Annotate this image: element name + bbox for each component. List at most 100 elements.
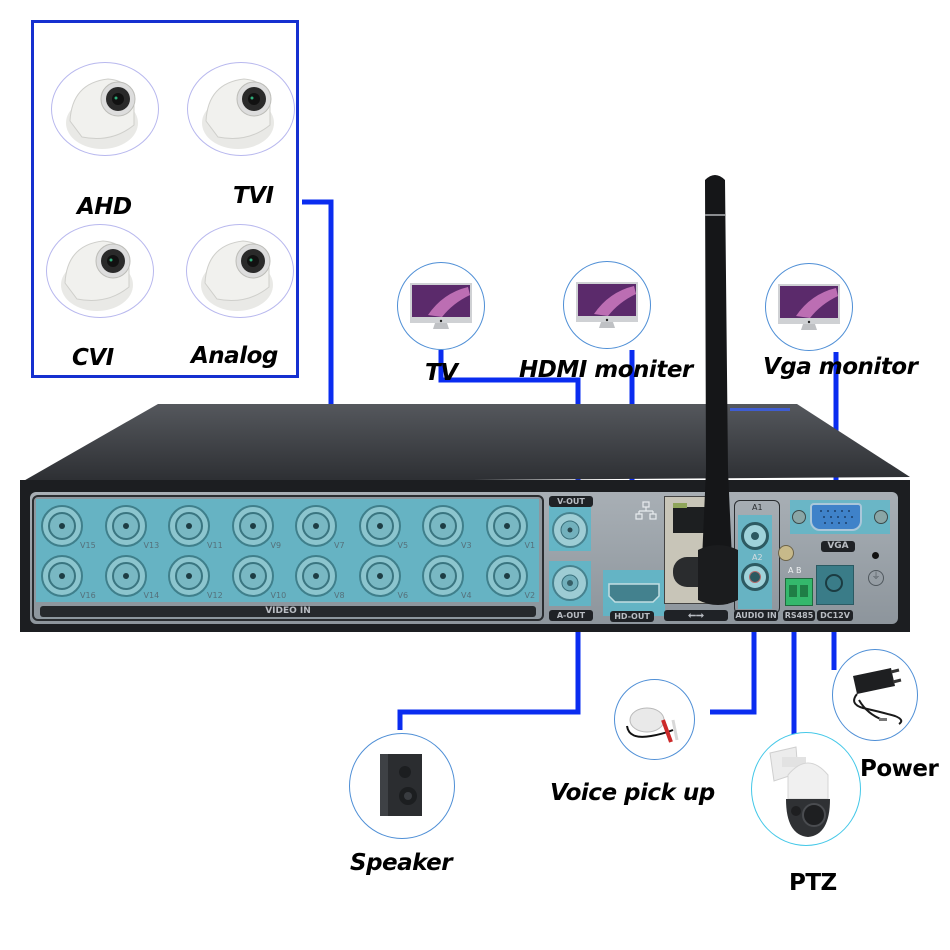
v-out-label: V-OUT xyxy=(549,496,593,507)
camera-tvi[interactable] xyxy=(187,62,295,156)
video-in-port-label: V3 xyxy=(461,541,472,550)
video-in-port-label: V4 xyxy=(461,591,472,600)
hdmi-connector-icon xyxy=(608,583,660,603)
video-in-port[interactable] xyxy=(104,554,148,598)
bnc-connector-icon xyxy=(358,555,401,597)
vga-label: VGA xyxy=(821,541,855,552)
ground-symbol-icon: ⏚ xyxy=(868,570,884,586)
video-in-port[interactable] xyxy=(294,504,338,548)
video-in-port[interactable] xyxy=(294,554,338,598)
camera-label-analog: Analog xyxy=(191,343,278,369)
rs485-label: RS485 xyxy=(783,610,815,621)
camera-ahd[interactable] xyxy=(51,62,159,156)
bnc-connector-icon xyxy=(422,555,464,597)
display-tv[interactable] xyxy=(397,262,485,350)
video-in-port-label: V14 xyxy=(143,591,160,600)
video-in-port[interactable] xyxy=(421,504,465,548)
reset-hole[interactable] xyxy=(872,552,879,559)
usb-label: ⭠⭢ xyxy=(664,610,728,621)
video-in-port[interactable] xyxy=(358,504,402,548)
rs485-terminal[interactable] xyxy=(785,578,813,606)
video-in-port[interactable] xyxy=(231,504,275,548)
peripheral-label-power: Power xyxy=(860,756,939,782)
bnc-connector-icon xyxy=(295,505,337,547)
peripheral-voice-pickup[interactable] xyxy=(614,679,695,760)
bnc-connector-icon xyxy=(485,505,528,547)
video-in-port[interactable] xyxy=(485,504,529,548)
bnc-connector-icon xyxy=(168,505,210,547)
video-in-port[interactable] xyxy=(104,504,148,548)
display-label-hdmi: HDMI moniter xyxy=(519,357,693,383)
a-out-port[interactable] xyxy=(549,561,591,606)
dome-camera-icon xyxy=(66,78,138,149)
video-in-port-label: V13 xyxy=(143,541,160,550)
vga-port[interactable] xyxy=(810,503,862,531)
peripheral-label-speaker: Speaker xyxy=(350,850,453,876)
bnc-connector-icon xyxy=(168,555,210,597)
dome-camera-icon xyxy=(202,78,274,149)
display-vga[interactable] xyxy=(765,263,853,351)
video-in-port-label: V15 xyxy=(80,541,96,550)
hdmi-out-port[interactable] xyxy=(603,570,665,616)
video-in-port-label: V9 xyxy=(270,541,282,550)
speaker-icon xyxy=(380,754,422,816)
camera-cvi[interactable] xyxy=(46,224,154,318)
hd-out-label: HD-OUT xyxy=(610,611,654,622)
display-label-vga: Vga monitor xyxy=(763,354,918,380)
audio-in-a1-port[interactable] xyxy=(741,522,769,550)
bnc-connector-icon xyxy=(104,505,147,547)
video-in-port-label: V7 xyxy=(334,541,345,550)
bnc-connector-icon xyxy=(552,512,588,548)
bnc-connector-icon xyxy=(41,505,83,547)
video-in-port-label: V16 xyxy=(80,591,96,600)
peripheral-ptz[interactable] xyxy=(751,732,861,846)
bnc-connector-icon xyxy=(358,505,401,547)
video-in-port[interactable] xyxy=(167,554,211,598)
microphone-icon xyxy=(626,707,679,743)
video-in-ports: V15 V13 V11 V9 V7 xyxy=(36,500,546,620)
network-icon xyxy=(635,501,657,520)
a1-label: A1 xyxy=(752,503,763,512)
dome-camera-icon xyxy=(61,240,133,311)
power-adapter-icon xyxy=(853,668,903,725)
video-in-port-label: V11 xyxy=(207,541,223,550)
video-in-port[interactable] xyxy=(40,504,84,548)
vga-screw-left xyxy=(792,510,806,524)
peripheral-label-voice-pickup: Voice pick up xyxy=(550,780,715,806)
bnc-connector-icon xyxy=(422,505,464,547)
video-in-port-label: V2 xyxy=(524,591,536,600)
bnc-connector-icon xyxy=(295,555,337,597)
video-in-port[interactable] xyxy=(40,554,84,598)
wire-audio-in-mic xyxy=(710,620,757,715)
video-in-port[interactable] xyxy=(167,504,211,548)
display-hdmi[interactable] xyxy=(563,261,651,349)
video-in-port[interactable] xyxy=(358,554,402,598)
peripheral-power[interactable] xyxy=(832,649,918,741)
wire-a-out-speaker xyxy=(397,615,581,730)
video-in-port-label: V10 xyxy=(270,591,287,600)
camera-label-cvi: CVI xyxy=(72,345,114,371)
camera-analog[interactable] xyxy=(186,224,294,318)
bnc-connector-icon xyxy=(231,555,274,597)
dc12v-label: DC12V xyxy=(817,610,853,621)
ground-screw xyxy=(778,545,794,561)
link-led xyxy=(673,503,687,508)
monitor-icon xyxy=(576,282,638,328)
dc12v-port[interactable] xyxy=(816,565,854,605)
video-in-port-label: V8 xyxy=(334,591,345,600)
video-in-port[interactable] xyxy=(485,554,529,598)
peripheral-speaker[interactable] xyxy=(349,733,455,839)
wifi-antenna-icon xyxy=(698,175,738,605)
bnc-connector-icon xyxy=(231,505,274,547)
v-out-port[interactable] xyxy=(549,506,591,551)
rca-connector-icon xyxy=(552,565,588,601)
bnc-connector-icon xyxy=(485,555,528,597)
video-in-port[interactable] xyxy=(421,554,465,598)
bnc-connector-icon xyxy=(41,555,83,597)
a-out-label: A-OUT xyxy=(549,610,593,621)
audio-in-a2-port[interactable] xyxy=(741,563,769,591)
video-in-port[interactable] xyxy=(231,554,275,598)
video-in-label: VIDEO IN xyxy=(40,606,536,617)
bnc-connector-icon xyxy=(104,555,147,597)
vga-screw-right xyxy=(874,510,888,524)
